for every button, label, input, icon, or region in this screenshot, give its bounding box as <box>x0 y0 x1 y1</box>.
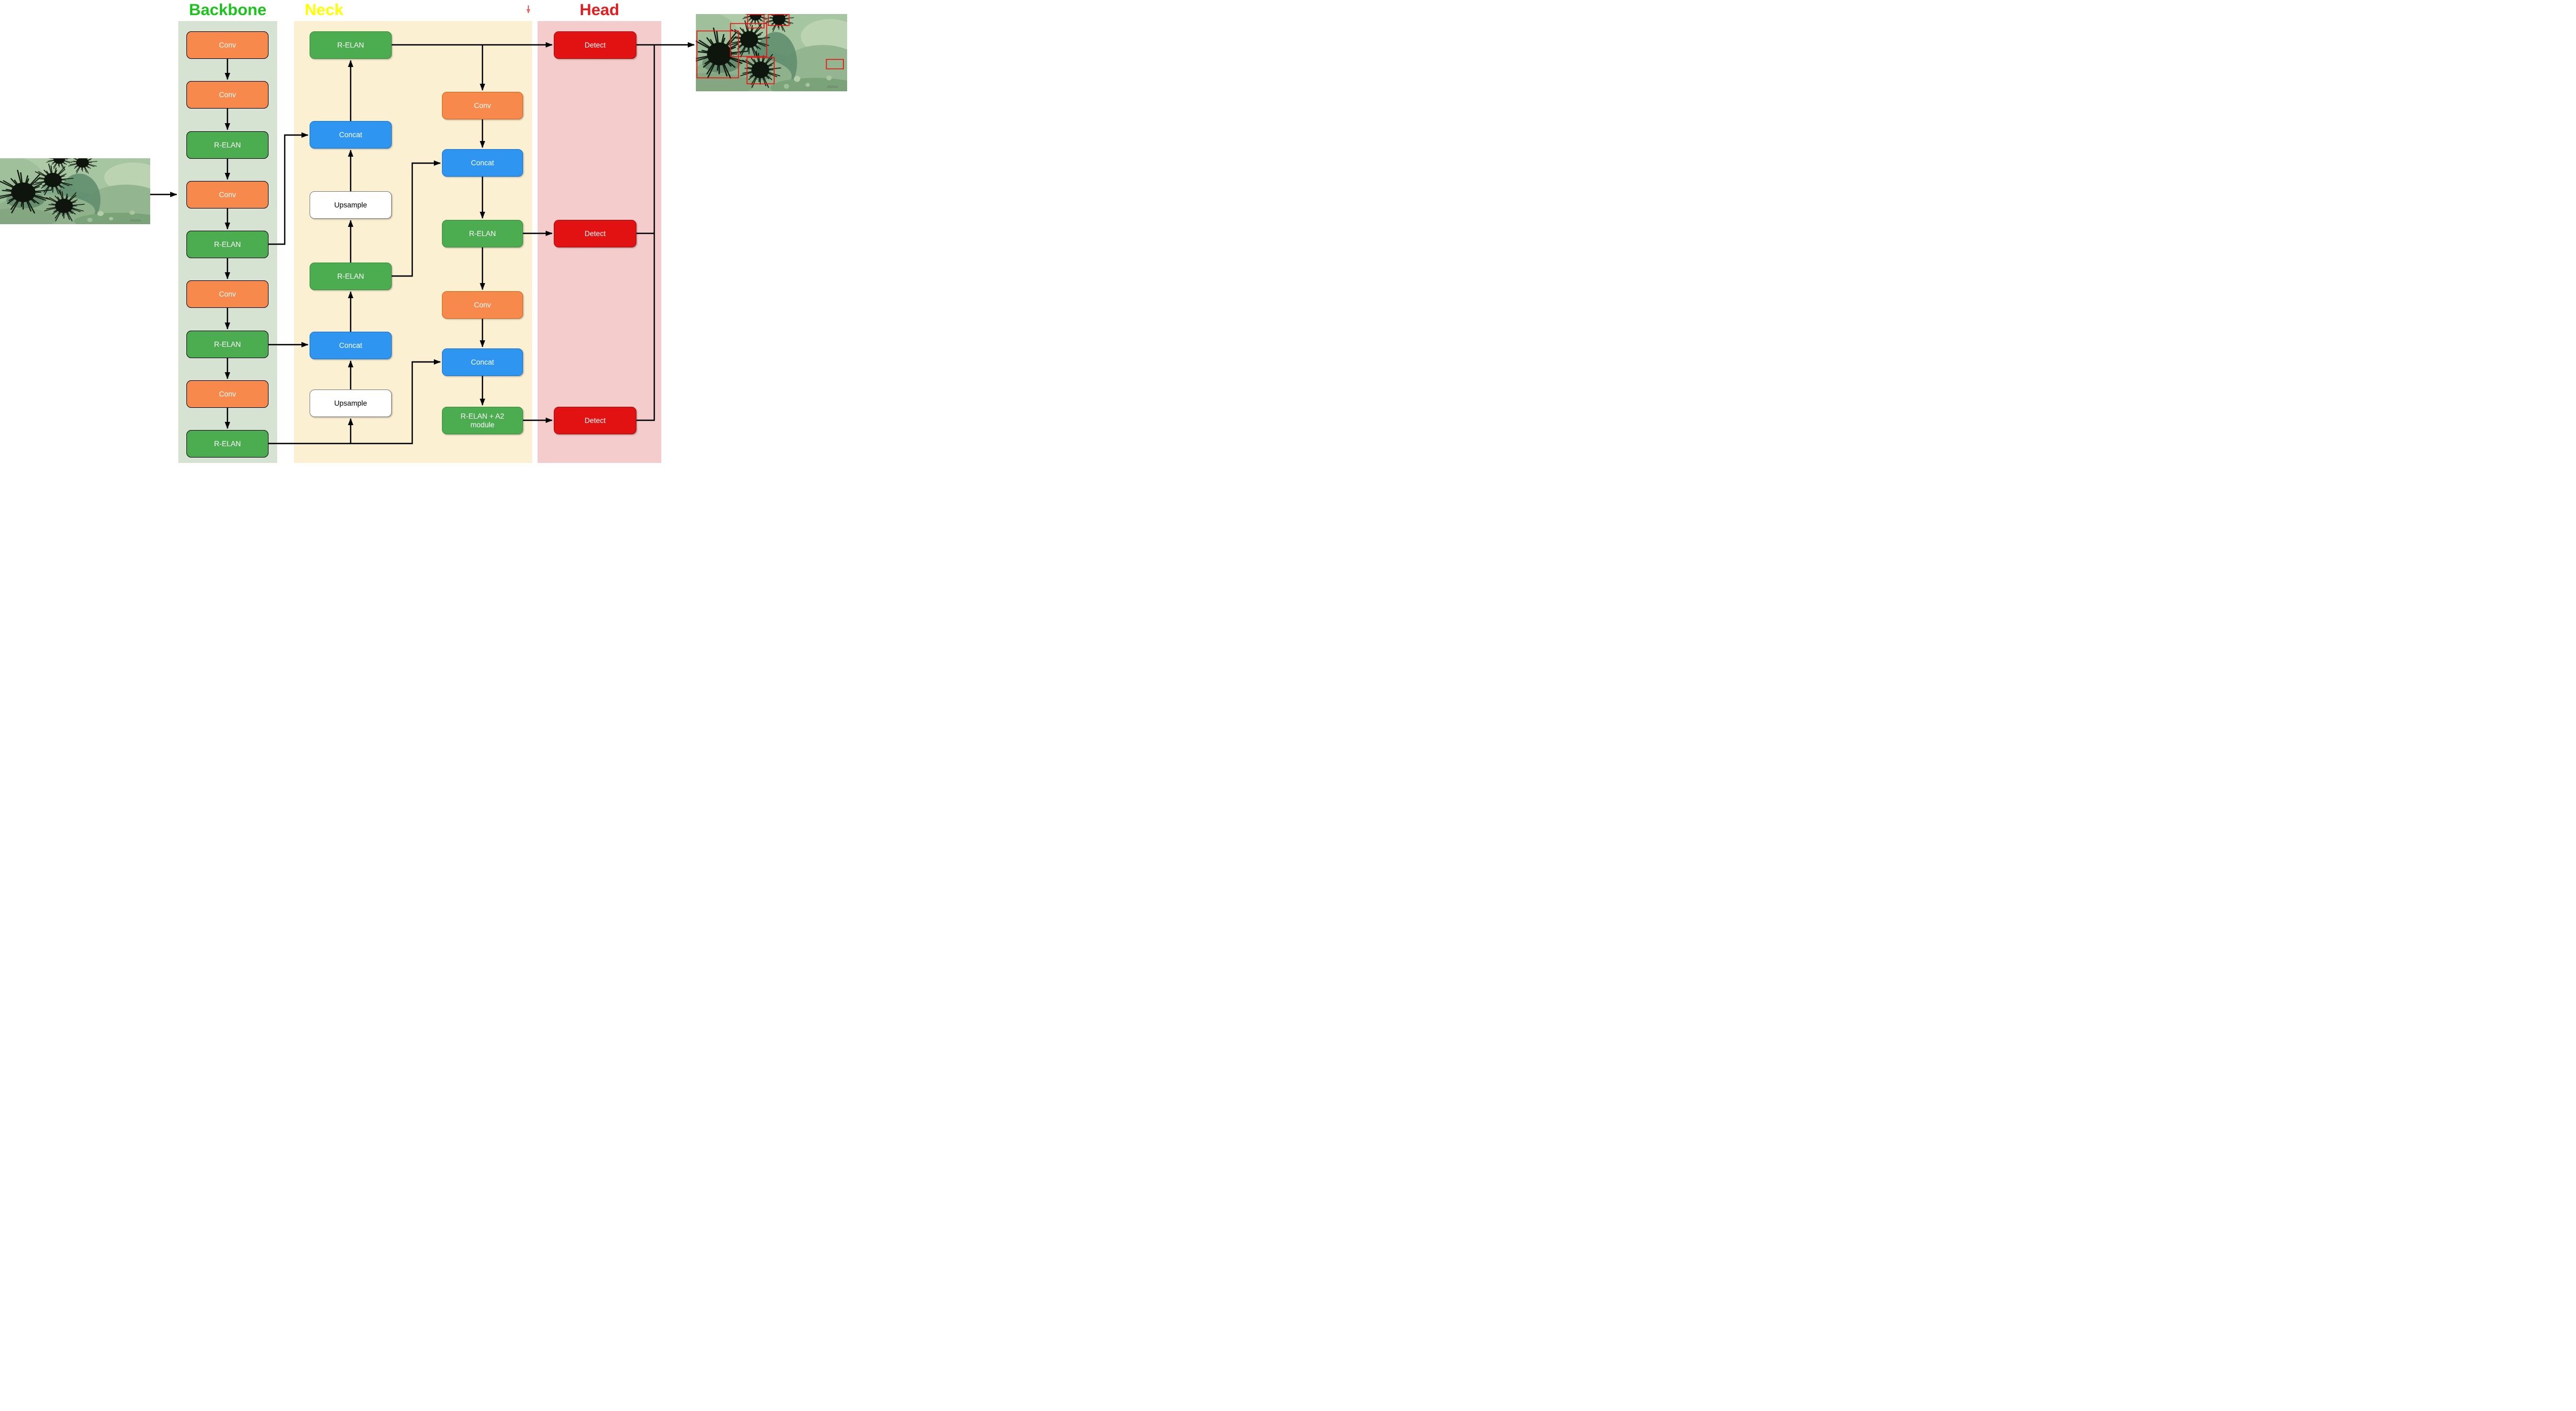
head-detect-3: Detect <box>554 407 636 434</box>
neck-relan-mid: R-ELAN <box>310 263 392 290</box>
backbone-conv-2: Conv <box>186 81 269 109</box>
backbone-title: Backbone <box>189 1 267 19</box>
backbone-conv-5: Conv <box>186 380 269 408</box>
neck-title: Neck <box>305 1 344 19</box>
neck-concat-3: Concat <box>442 149 523 177</box>
neck-relan-a2-module: R-ELAN + A2 module <box>442 407 523 434</box>
neck-concat-4: Concat <box>442 348 523 376</box>
backbone-conv-3: Conv <box>186 181 269 209</box>
architecture-diagram: Backbone Neck Head Conv Conv R-ELAN Conv… <box>0 0 847 464</box>
neck-conv-2: Conv <box>442 291 523 319</box>
neck-relan-top: R-ELAN <box>310 31 392 59</box>
output-watermark: 231014 <box>827 86 838 89</box>
backbone-relan-4: R-ELAN <box>186 430 269 458</box>
backbone-conv-1: Conv <box>186 31 269 59</box>
backbone-relan-2: R-ELAN <box>186 231 269 258</box>
head-detect-2: Detect <box>554 220 636 247</box>
input-watermark: 231014 <box>130 219 141 222</box>
input-image: 231014 <box>0 158 150 224</box>
backbone-conv-4: Conv <box>186 280 269 308</box>
output-detections-image: 231014 <box>696 14 847 91</box>
neck-concat-1: Concat <box>310 121 392 149</box>
head-detect-1: Detect <box>554 31 636 59</box>
backbone-relan-3: R-ELAN <box>186 331 269 358</box>
neck-upsample-1: Upsample <box>310 191 392 219</box>
backbone-relan-1: R-ELAN <box>186 131 269 159</box>
head-title: Head <box>579 1 620 19</box>
detection-boxes <box>696 14 844 84</box>
neck-relan-out-mid: R-ELAN <box>442 220 523 247</box>
neck-conv-1: Conv <box>442 92 523 119</box>
neck-upsample-2: Upsample <box>310 389 392 417</box>
neck-concat-2: Concat <box>310 332 392 359</box>
